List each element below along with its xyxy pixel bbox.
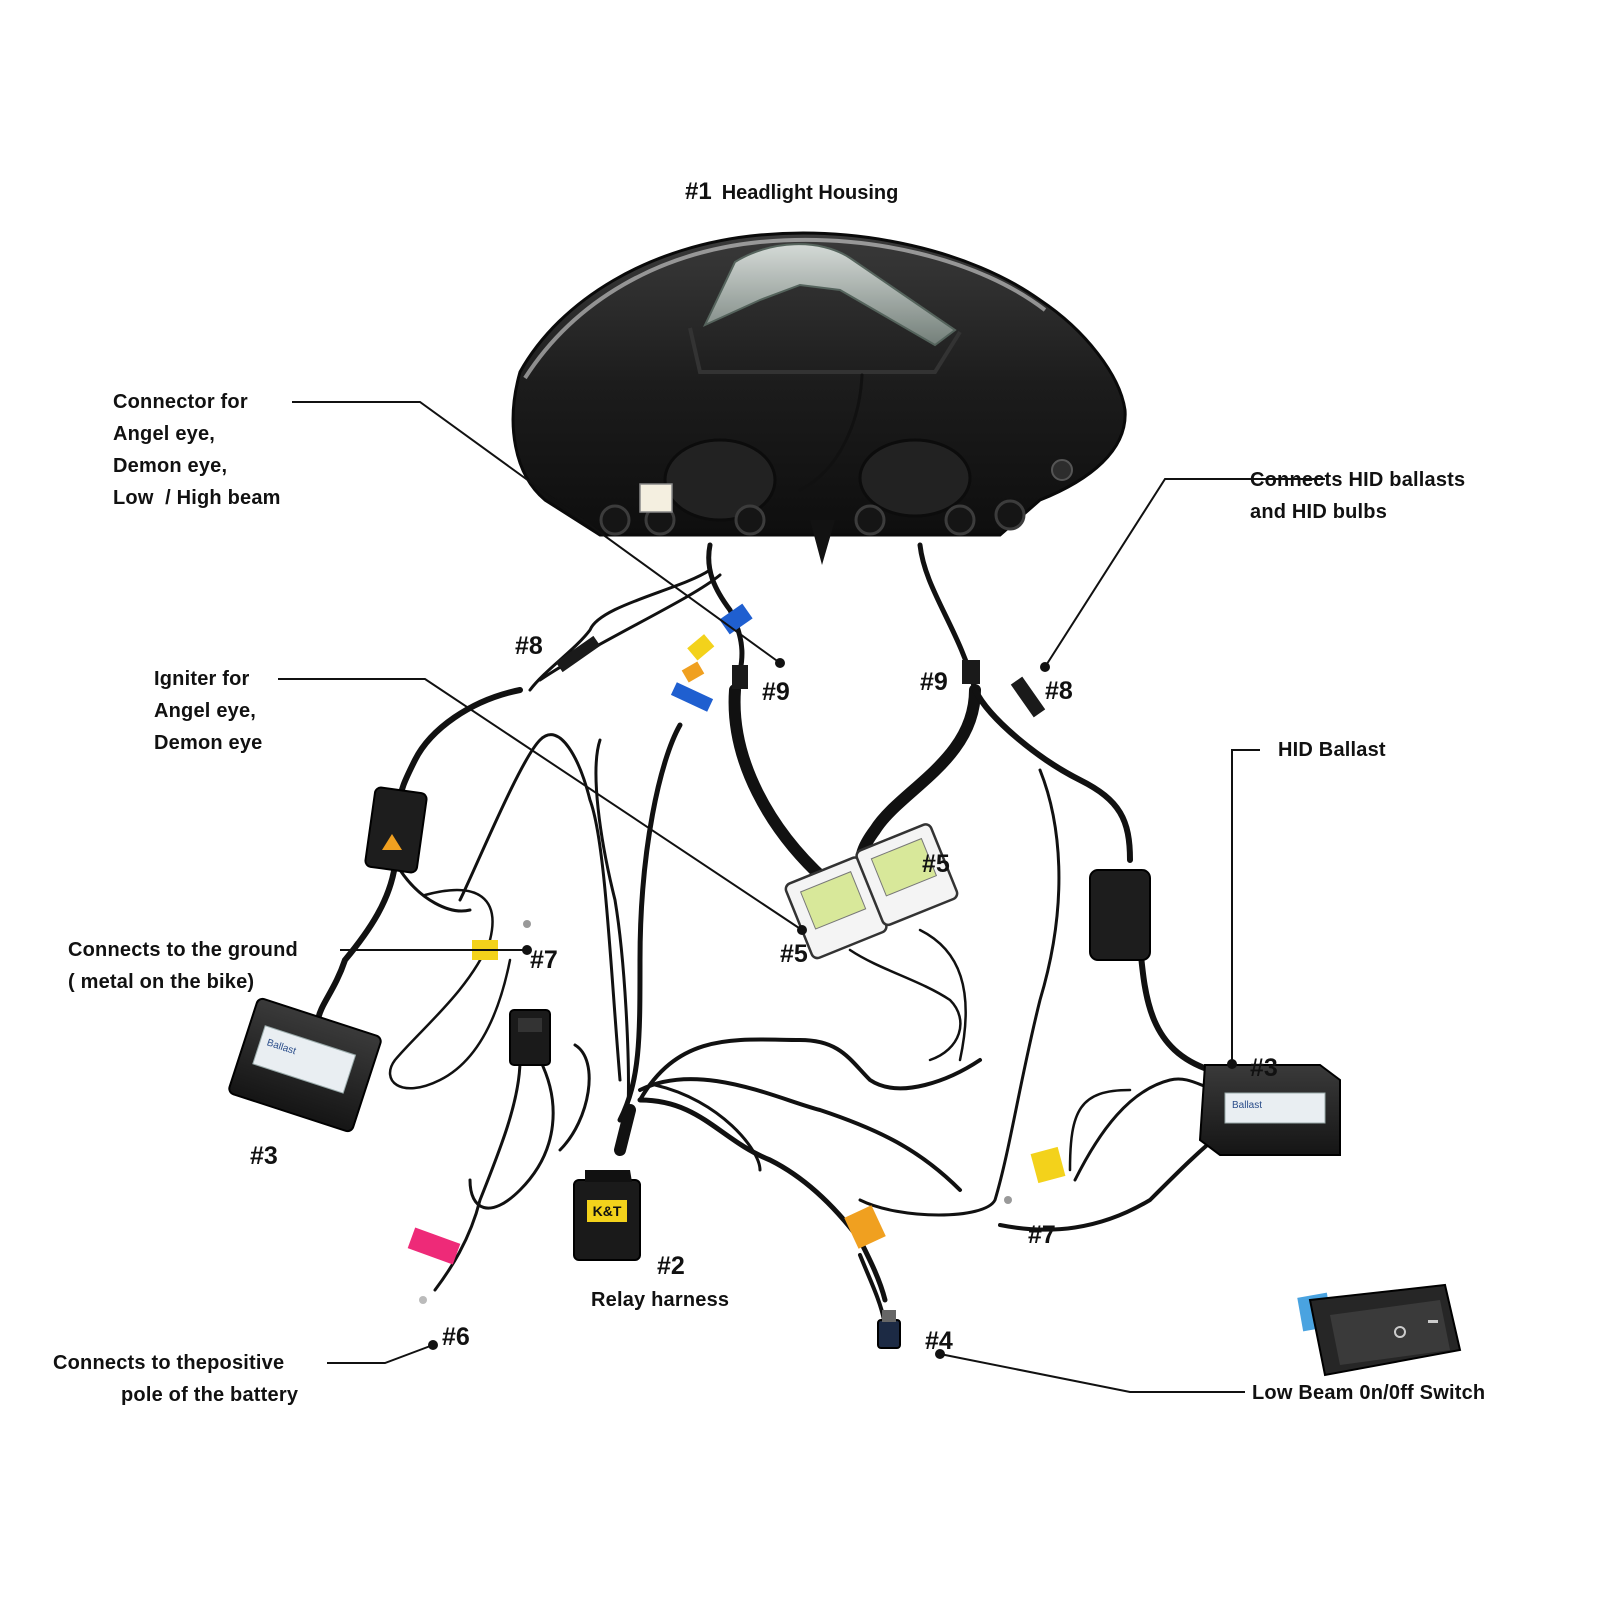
igniter-line-2: Angel eye, <box>154 700 257 722</box>
hid-connect-line-1: Connects HID ballasts <box>1250 469 1466 491</box>
part-number-7-left: #7 <box>530 946 558 974</box>
battery-callout: Connects to thepositive pole of the batt… <box>53 1347 298 1411</box>
igniter-icon <box>364 786 1151 961</box>
battery-line-2: pole of the battery <box>121 1384 299 1406</box>
leader-lines <box>278 401 1325 1393</box>
ground-callout: Connects to the ground ( metal on the bi… <box>68 934 298 998</box>
headlight-housing-icon <box>511 231 1127 565</box>
hid-ballast-callout: HID Ballast <box>1278 739 1386 761</box>
connector-callout: Connector for Angel eye, Demon eye, Low … <box>113 386 281 514</box>
relay-icon: K&T <box>573 1170 641 1261</box>
hid-connect-callout: Connects HID ballasts and HID bulbs <box>1250 464 1465 528</box>
title-text: Headlight Housing <box>721 182 899 204</box>
hid-igniter-boxes-icon <box>784 823 959 960</box>
low-beam-switch-callout: Low Beam 0n/0ff Switch <box>1252 1382 1486 1404</box>
connector-line-3: Demon eye, <box>113 455 228 477</box>
igniter-callout: Igniter for Angel eye, Demon eye <box>154 663 263 759</box>
relay-brand: K&T <box>593 1203 622 1219</box>
hid-connect-line-2: and HID bulbs <box>1250 501 1388 523</box>
part-number-3-left: #3 <box>250 1142 278 1170</box>
part-number-6: #6 <box>442 1323 470 1351</box>
igniter-line-1: Igniter for <box>154 668 250 690</box>
part-number-8-left: #8 <box>515 632 543 660</box>
part-number-8-right: #8 <box>1045 677 1073 705</box>
rocker-switch-icon <box>1297 1283 1462 1377</box>
connector-4-icon <box>877 1310 901 1349</box>
tapes <box>407 603 1066 1304</box>
battery-line-1: Connects to thepositive <box>53 1352 285 1374</box>
ground-line-2: ( metal on the bike) <box>68 971 255 993</box>
title: #1 Headlight Housing <box>685 178 898 206</box>
part-number-5-right: #5 <box>922 850 950 878</box>
leader-dots <box>428 658 1237 1359</box>
igniter-line-3: Demon eye <box>154 732 263 754</box>
part-number-9-left: #9 <box>762 678 790 706</box>
part-number-9-right: #9 <box>920 668 948 696</box>
hid-ballast-right-icon: Ballast <box>1198 1064 1341 1156</box>
part-number-7-right: #7 <box>1028 1221 1056 1249</box>
relay-harness-callout: Relay harness <box>591 1289 730 1311</box>
ground-line-1: Connects to the ground <box>68 939 298 961</box>
cable-bundle <box>315 373 1227 1322</box>
ballast-brand-right: Ballast <box>1232 1100 1262 1111</box>
title-number: #1 <box>685 178 712 205</box>
part-number-3-right: #3 <box>1250 1054 1278 1082</box>
connector-line-4: Low / High beam <box>113 487 281 509</box>
fuse-holder-icon <box>509 1009 551 1066</box>
part-number-2: #2 <box>657 1252 685 1280</box>
part-number-5-left: #5 <box>780 940 808 968</box>
connector-line-2: Angel eye, <box>113 423 216 445</box>
hid-ballast-left-icon: Ballast <box>228 997 382 1133</box>
connector-line-1: Connector for <box>113 391 248 413</box>
part-number-4: #4 <box>925 1327 953 1355</box>
